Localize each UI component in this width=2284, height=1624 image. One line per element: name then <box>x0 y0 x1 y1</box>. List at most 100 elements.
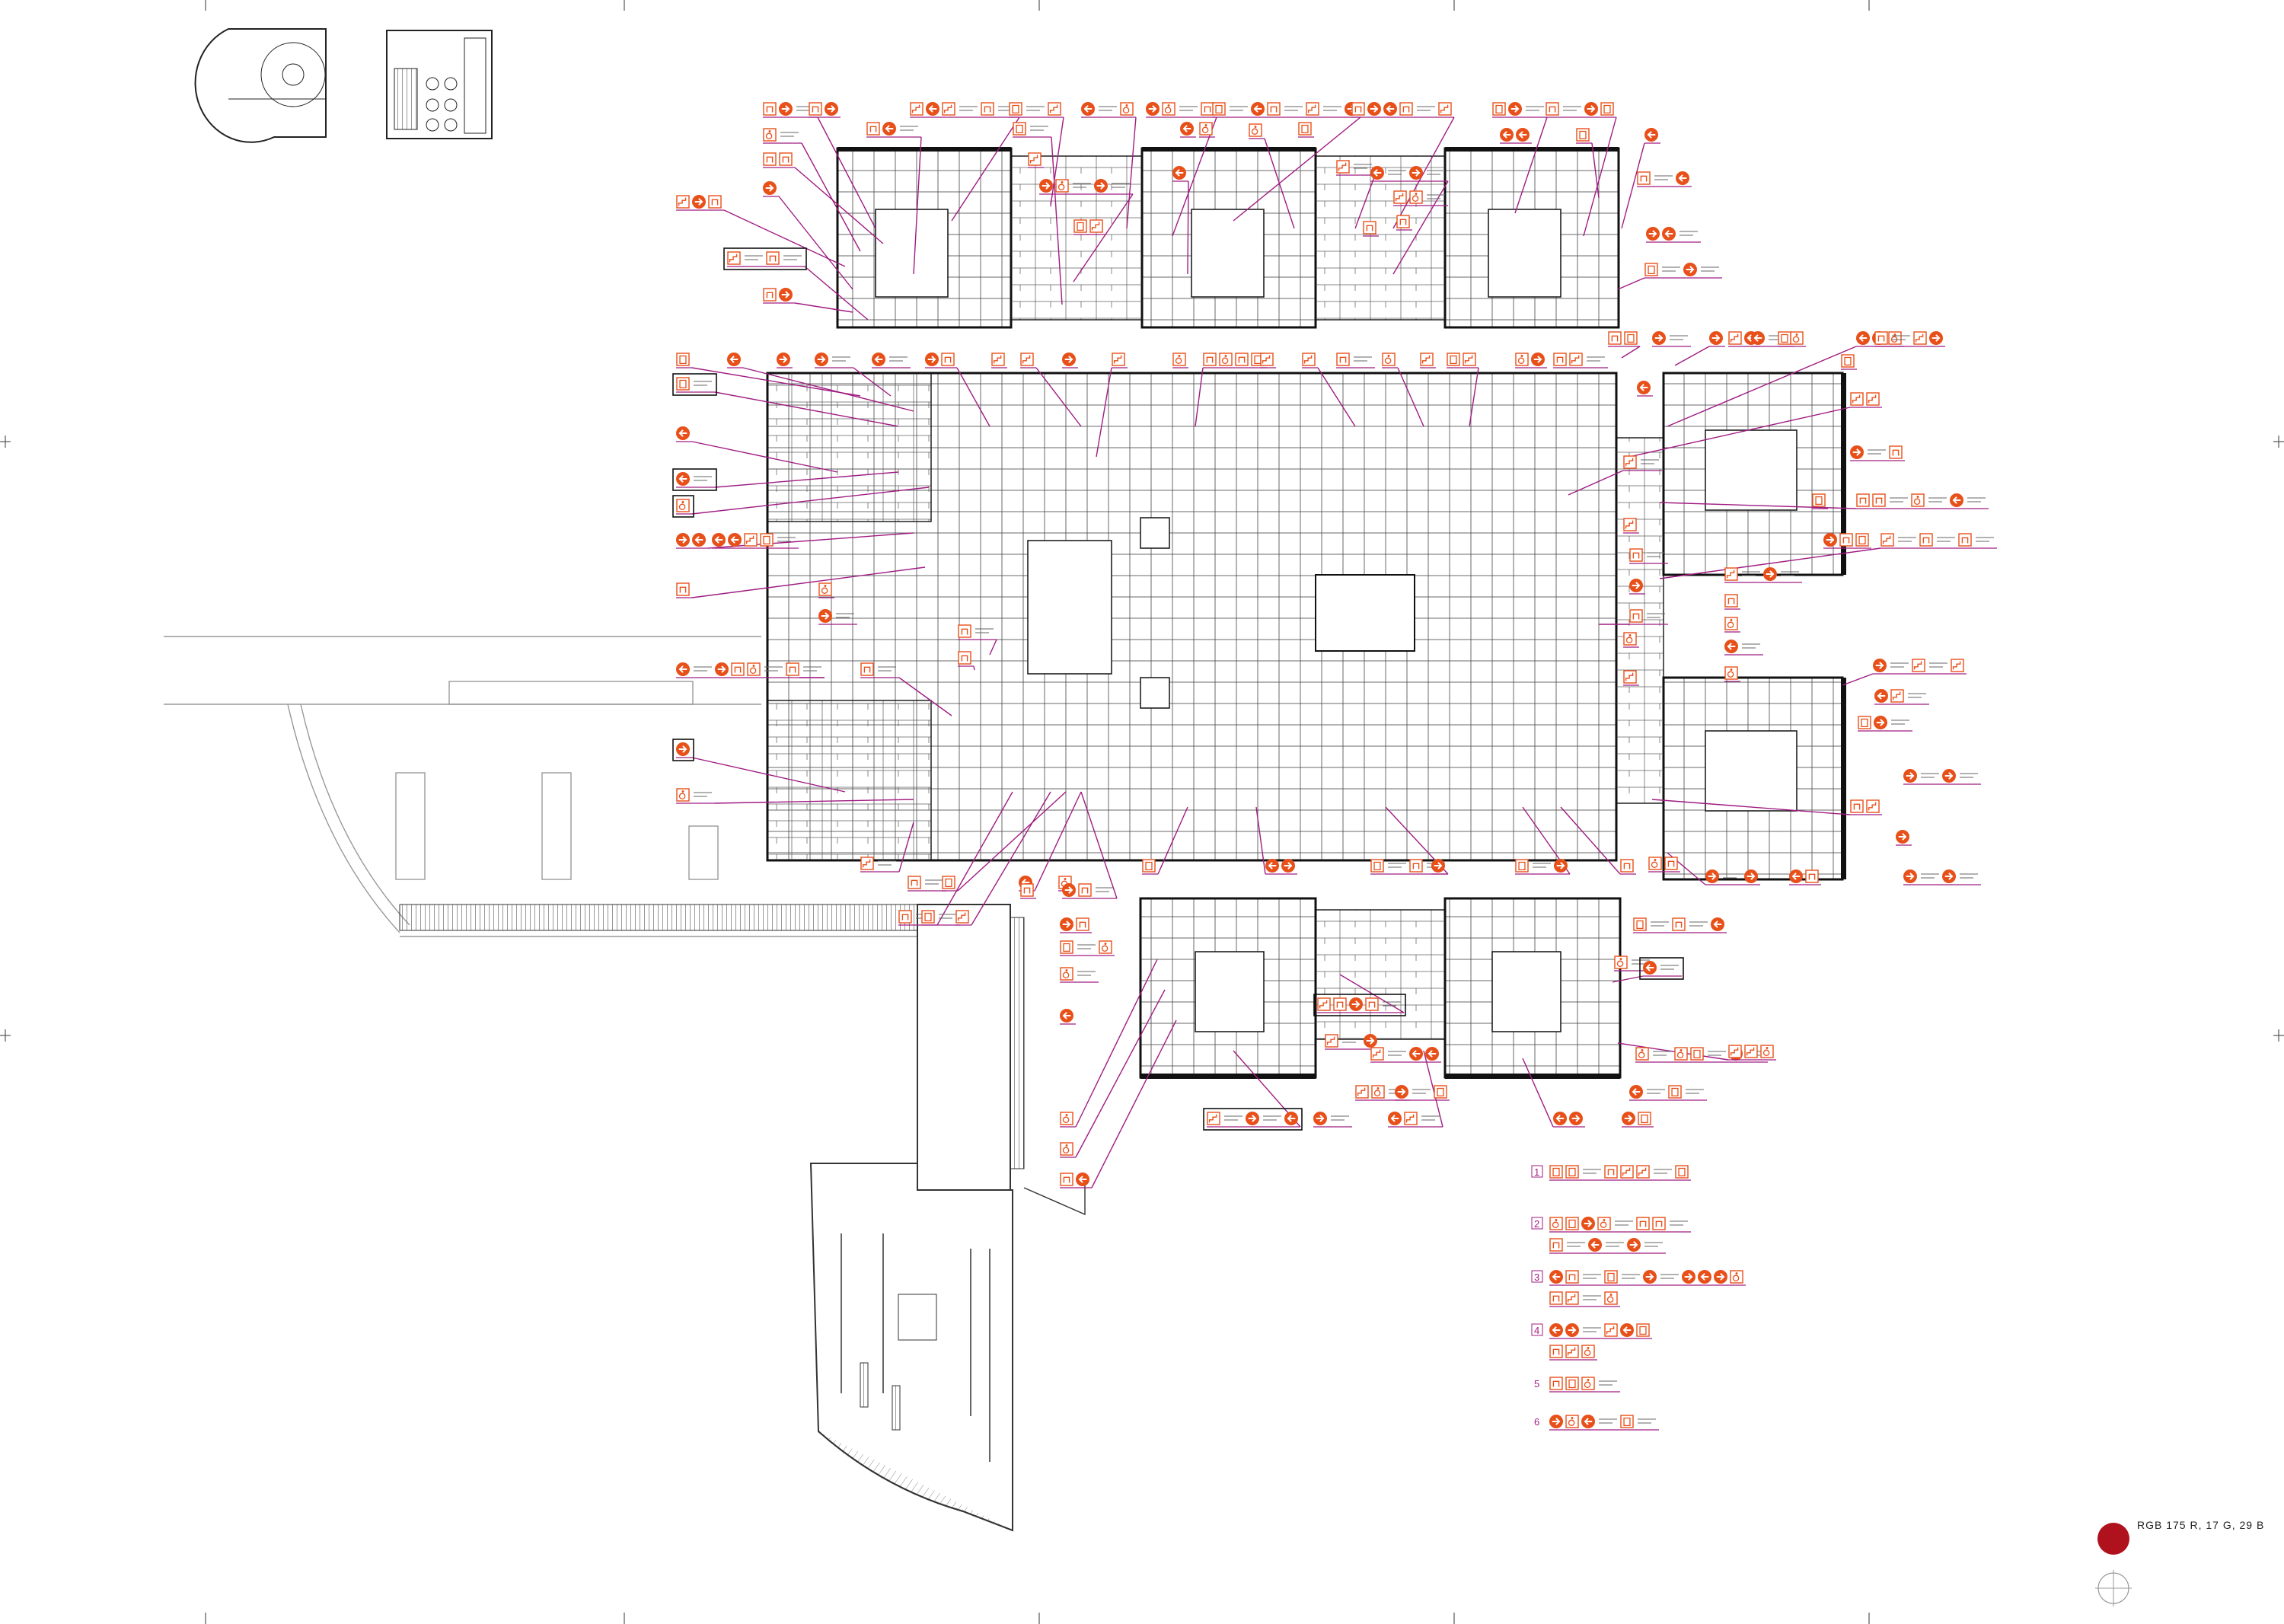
toilet-icon <box>1608 331 1622 345</box>
arrow-left-icon <box>1644 128 1658 142</box>
sign-panel <box>1648 857 1680 873</box>
arrow-right-icon <box>1364 1034 1377 1048</box>
main-building <box>766 147 1844 1079</box>
wheelchair-icon <box>1623 632 1637 646</box>
arrow-left-icon <box>1388 1112 1402 1125</box>
sign-panel <box>1060 917 1092 933</box>
leader-line <box>1075 989 1166 1158</box>
arrow-left-icon <box>1751 331 1765 345</box>
sign-panel <box>676 426 692 442</box>
stair-icon <box>1028 152 1042 166</box>
leader-line <box>1621 346 1641 359</box>
leader-line <box>1617 1042 1729 1061</box>
leader-line <box>778 196 853 290</box>
lift-icon <box>1576 128 1590 142</box>
leader-line <box>1397 367 1424 427</box>
sign-panel <box>712 533 799 549</box>
arrow-left-icon <box>1637 381 1651 394</box>
toilet-icon <box>1637 171 1651 185</box>
lift-icon <box>1434 1085 1447 1099</box>
arrow-left-icon <box>1180 122 1194 136</box>
toilet-icon <box>1636 1217 1650 1230</box>
leader-line <box>1075 959 1158 1128</box>
sign-panel <box>1623 670 1639 686</box>
lift-icon <box>1858 716 1871 729</box>
leader-line <box>1034 791 1082 892</box>
leader-line <box>691 757 846 793</box>
site-outline <box>164 636 917 937</box>
arrow-right-icon <box>1643 1270 1657 1284</box>
leader-line <box>973 665 975 671</box>
arrow-right-icon <box>1763 567 1777 581</box>
arrow-right-icon <box>1709 331 1723 345</box>
sign-panel <box>1608 331 1640 347</box>
arrow-left-icon <box>1581 1415 1595 1428</box>
lift-icon <box>1447 353 1460 366</box>
toilet-icon <box>1664 857 1678 870</box>
stair-icon <box>1317 997 1331 1011</box>
sign-panel <box>676 533 708 549</box>
arrow-right-icon <box>676 533 690 547</box>
leader-line <box>936 791 1013 926</box>
arrow-left-icon <box>1383 102 1397 116</box>
leader-line <box>1423 1050 1443 1128</box>
lift-icon <box>1636 1323 1650 1337</box>
toilet-icon <box>860 662 874 676</box>
stair-icon <box>1370 1047 1384 1061</box>
wheelchair-icon <box>1060 967 1073 981</box>
leader-line <box>1264 138 1295 229</box>
toilet-icon <box>1076 917 1089 931</box>
key-plan-thumbnail-round <box>194 28 327 143</box>
stair-icon <box>1048 102 1061 116</box>
lift-icon <box>1013 122 1026 136</box>
leader-line <box>1591 142 1600 199</box>
wheelchair-icon <box>1635 1047 1649 1061</box>
toilet-icon <box>1365 997 1379 1011</box>
sign-panel <box>1351 102 1454 118</box>
wheelchair-icon <box>1382 353 1396 366</box>
leader-line <box>714 391 899 427</box>
arrow-right-icon <box>1682 1270 1695 1284</box>
arrow-right-icon <box>1508 102 1522 116</box>
arrow-left-icon <box>1950 493 1963 507</box>
sign-panel <box>1363 221 1379 237</box>
toilet-icon <box>1549 1238 1563 1252</box>
stair-icon <box>991 353 1005 366</box>
wheelchair-icon <box>1249 123 1262 137</box>
arrow-right-icon <box>1395 1085 1408 1099</box>
lift-icon <box>1604 1270 1618 1284</box>
wheelchair-icon <box>1565 1415 1579 1428</box>
sign-panel <box>955 910 971 926</box>
sign-panel <box>925 353 957 369</box>
arrow-right-icon <box>779 102 793 116</box>
lift-icon <box>1142 859 1156 873</box>
wheelchair-icon <box>1409 190 1423 204</box>
arrow-right-icon <box>1714 1270 1727 1284</box>
leader-line <box>1621 142 1645 229</box>
sign-panel <box>1500 128 1532 144</box>
arrow-left-icon <box>1549 1270 1563 1284</box>
toilet-icon <box>1565 1270 1579 1284</box>
sign-panel <box>1431 859 1447 875</box>
sign-panel <box>1823 533 1871 549</box>
sign-panel <box>1841 354 1857 370</box>
toilet-icon <box>1203 353 1217 366</box>
arrow-right-icon <box>1569 1112 1583 1125</box>
stair-icon <box>1302 353 1316 366</box>
lift-icon <box>1060 940 1073 954</box>
arrow-right-icon <box>1581 1217 1595 1230</box>
lift-icon <box>1624 331 1638 345</box>
stair-icon <box>676 195 690 209</box>
leader-line <box>989 639 997 656</box>
leader-line <box>1096 367 1112 458</box>
arrow-right-icon <box>1549 1415 1563 1428</box>
leader-line <box>817 116 876 229</box>
sign-panel <box>1812 493 1828 509</box>
arrow-right-icon <box>1313 1112 1327 1125</box>
toilet-icon <box>786 662 799 676</box>
leader-line <box>1469 367 1479 427</box>
stair-icon <box>1866 799 1880 813</box>
toilet-icon <box>1919 533 1933 547</box>
arrow-right-icon <box>1431 859 1445 873</box>
toilet-icon <box>1672 917 1686 931</box>
